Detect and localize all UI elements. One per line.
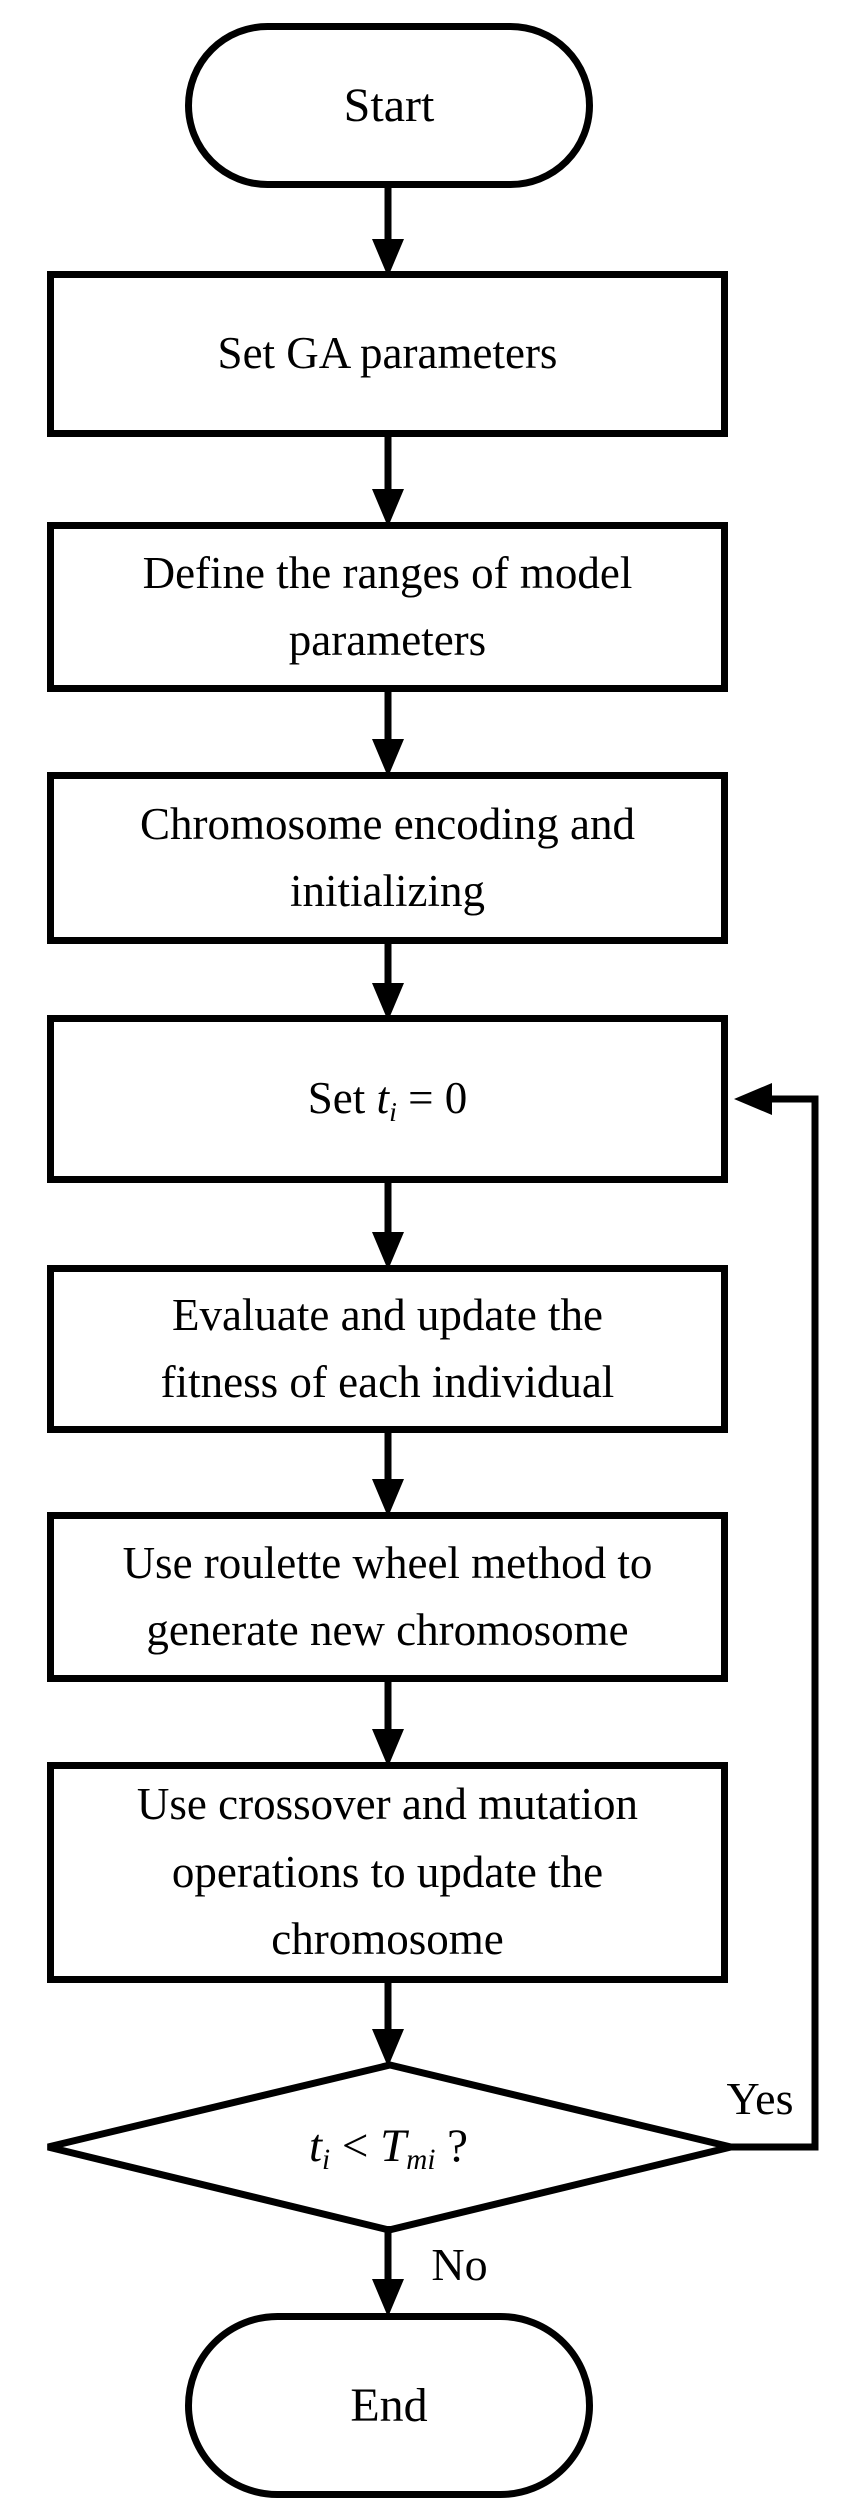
arrow-setga-to-defineranges — [372, 433, 404, 527]
node-crossover-mutation: Use crossover and mutation operations to… — [47, 1762, 728, 1983]
set-ti-var: t — [376, 1072, 390, 1123]
decision-limit: T — [380, 2119, 407, 2172]
arrow-setti-to-evaluate — [372, 1179, 404, 1270]
node-define-ranges-label: Define the ranges of model parameters — [142, 547, 633, 666]
edge-label-no: No — [431, 2239, 488, 2290]
set-ti-var-subscript: i — [389, 1096, 397, 1128]
node-end: End — [185, 2313, 593, 2498]
feedback-arrowhead-icon — [734, 1083, 772, 1115]
node-chromosome-encoding-label: Chromosome encoding and initializing — [140, 798, 635, 917]
arrow-defineranges-to-chromosome — [372, 688, 404, 777]
set-ti-prefix: Set — [307, 1072, 377, 1123]
arrow-decision-to-end-no — [372, 2226, 404, 2317]
decision-condition-text: ti < Tmi ? — [309, 2119, 468, 2177]
node-define-ranges: Define the ranges of model parameters — [47, 522, 728, 692]
set-ti-rest: = 0 — [396, 1072, 468, 1123]
decision-var: t — [308, 2119, 323, 2172]
node-end-label: End — [350, 2378, 428, 2432]
decision-var-subscript: i — [322, 2144, 331, 2177]
node-chromosome-encoding: Chromosome encoding and initializing — [47, 772, 728, 944]
node-set-ti: Set ti = 0 — [47, 1015, 728, 1183]
node-evaluate-fitness: Evaluate and update the fitness of each … — [47, 1265, 728, 1433]
node-set-ti-label: Set ti = 0 — [308, 1065, 467, 1134]
node-evaluate-fitness-label: Evaluate and update the fitness of each … — [160, 1289, 615, 1408]
edge-label-yes: Yes — [726, 2073, 794, 2124]
node-roulette-wheel-label: Use roulette wheel method to generate ne… — [122, 1537, 653, 1656]
arrow-start-to-setga — [372, 186, 404, 277]
decision-question-mark: ? — [435, 2119, 469, 2172]
arrow-chromosome-to-setti — [372, 940, 404, 1021]
node-set-ga-parameters-label: Set GA parameters — [217, 328, 558, 379]
node-roulette-wheel: Use roulette wheel method to generate ne… — [47, 1512, 728, 1682]
node-crossover-mutation-label: Use crossover and mutation operations to… — [136, 1779, 639, 1965]
feedback-yes-connector — [728, 1095, 819, 2151]
arrow-crossover-to-decision — [372, 1979, 404, 2067]
node-start: Start — [185, 23, 593, 188]
decision-operator: < — [330, 2119, 381, 2172]
arrow-evaluate-to-roulette — [372, 1429, 404, 1517]
node-start-label: Start — [343, 78, 435, 132]
decision-limit-subscript: mi — [406, 2144, 436, 2177]
decision-condition-label: ti < Tmi ? — [47, 2092, 730, 2204]
node-set-ga-parameters: Set GA parameters — [47, 271, 728, 437]
arrow-roulette-to-crossover — [372, 1678, 404, 1767]
